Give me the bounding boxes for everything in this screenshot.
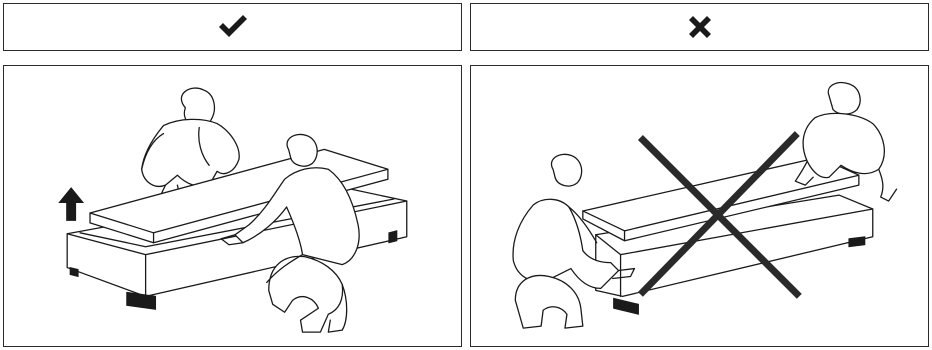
correct-illustration-panel xyxy=(3,65,462,347)
incorrect-illustration-panel xyxy=(470,65,929,347)
check-mark-icon xyxy=(217,14,249,40)
correct-lifting-illustration xyxy=(4,66,461,346)
incorrect-panel-header xyxy=(470,3,929,51)
lift-up-arrow-icon xyxy=(58,187,84,221)
x-mark-icon xyxy=(686,13,714,41)
correct-panel-header xyxy=(3,3,462,51)
incorrect-lifting-illustration xyxy=(471,66,928,346)
